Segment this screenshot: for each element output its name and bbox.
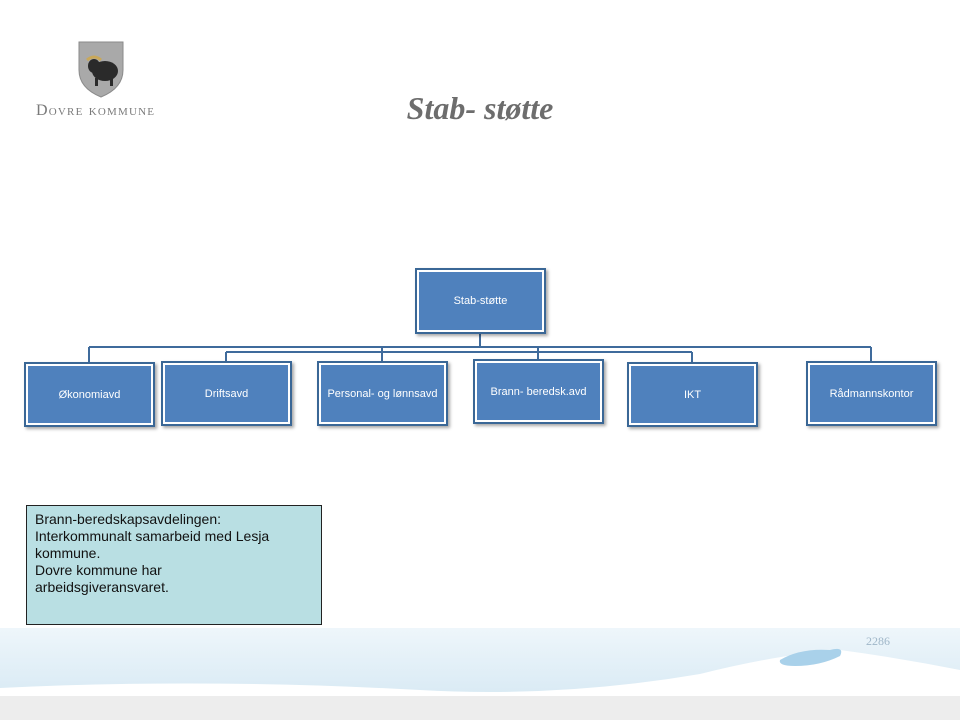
note-line: Brann-beredskapsavdelingen: — [35, 511, 222, 527]
org-box-label: Driftsavd — [204, 387, 249, 400]
org-box-personal-lonnsavd: Personal- og lønnsavd — [317, 361, 448, 426]
org-box-label: Personal- og lønnsavd — [327, 387, 438, 400]
org-box-label: Stab-støtte — [453, 295, 508, 307]
org-box-driftsavd: Driftsavd — [161, 361, 292, 426]
note-line: kommune. — [35, 545, 101, 561]
note-box: Brann-beredskapsavdelingen: Interkommuna… — [26, 505, 322, 625]
org-box-label: Rådmannskontor — [829, 387, 914, 400]
slide-title: Stab- støtte — [406, 90, 554, 126]
note-line: Dovre kommune har — [35, 562, 162, 578]
org-box-label: Brann- beredsk.avd — [490, 385, 587, 398]
footer-landscape — [0, 628, 960, 720]
page-number: 2286 — [866, 634, 890, 648]
org-box-radmannskontor: Rådmannskontor — [806, 361, 937, 426]
org-box-label: IKT — [683, 388, 702, 401]
note-line: Interkommunalt samarbeid med Lesja — [35, 528, 270, 544]
note-line: arbeidsgiveransvaret. — [35, 579, 169, 595]
musk-ox-shield-icon — [78, 41, 124, 98]
logo-text: Dovre kommune — [36, 102, 156, 119]
org-box-stab-stotte: Stab-støtte — [415, 268, 546, 334]
org-box-label: Økonomiavd — [58, 388, 121, 401]
org-box-okonomiavd: Økonomiavd — [24, 362, 155, 427]
org-box-ikt: IKT — [627, 362, 758, 427]
lake-shape — [779, 648, 842, 666]
logo: Dovre kommune — [30, 38, 180, 128]
org-box-brann-beredsk: Brann- beredsk.avd — [473, 359, 604, 424]
